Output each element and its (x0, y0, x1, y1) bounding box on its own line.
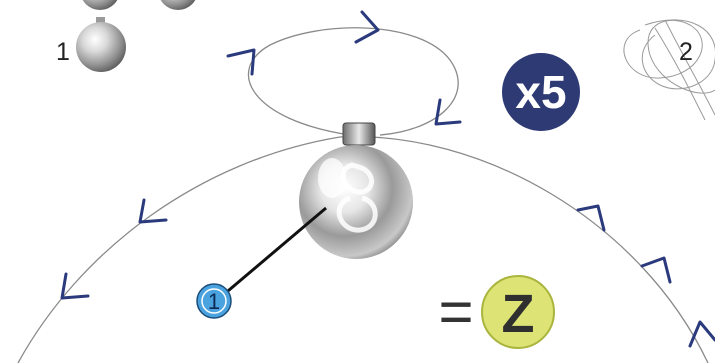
multiplier-badge: x5 (502, 53, 580, 131)
callout-leader (221, 206, 327, 298)
bead-cap (342, 122, 376, 146)
arc-arrows (60, 198, 715, 348)
direction-arrow-icon (138, 198, 168, 224)
silver-bead-icon (299, 122, 413, 259)
callout-ring (201, 288, 227, 314)
arc-path (17, 135, 709, 363)
direction-arrow-icon (354, 10, 380, 44)
direction-arrow-icon (226, 48, 256, 76)
direction-arrow-icon (576, 204, 606, 232)
part-count-number: 1 (56, 38, 70, 66)
direction-arrow-icon (60, 272, 90, 300)
next-step-number: 2 (679, 38, 693, 66)
silver-ball-cap (96, 17, 105, 26)
direction-arrow-icon (640, 256, 672, 284)
result-circle (481, 275, 555, 349)
silver-ball-icon (82, 0, 118, 10)
silver-ball-icon (160, 0, 196, 10)
loop-arrows (226, 10, 462, 126)
loop-path (247, 27, 459, 136)
bead-pattern (336, 162, 378, 233)
main-arc (17, 135, 709, 363)
equals-sign: = (438, 278, 473, 345)
callout-number: 1 (208, 289, 220, 314)
next-step-preview: 2 (623, 19, 715, 121)
direction-arrow-icon (434, 98, 462, 126)
multiplier-text: x5 (515, 66, 566, 118)
silver-bead (299, 122, 413, 259)
silver-ball-icon (76, 22, 126, 72)
callout-marker: 1 (196, 283, 232, 319)
result: = Z (438, 275, 555, 349)
multiplier-circle (502, 53, 580, 131)
knot-sketch-icon (623, 19, 715, 121)
direction-arrow-icon (688, 320, 715, 348)
bead-highlight (318, 158, 346, 198)
silver-balls-top (82, 0, 196, 10)
part-count: 1 (56, 17, 126, 72)
bead-body (299, 145, 413, 259)
result-letter: Z (502, 284, 535, 344)
top-loop (247, 27, 459, 136)
